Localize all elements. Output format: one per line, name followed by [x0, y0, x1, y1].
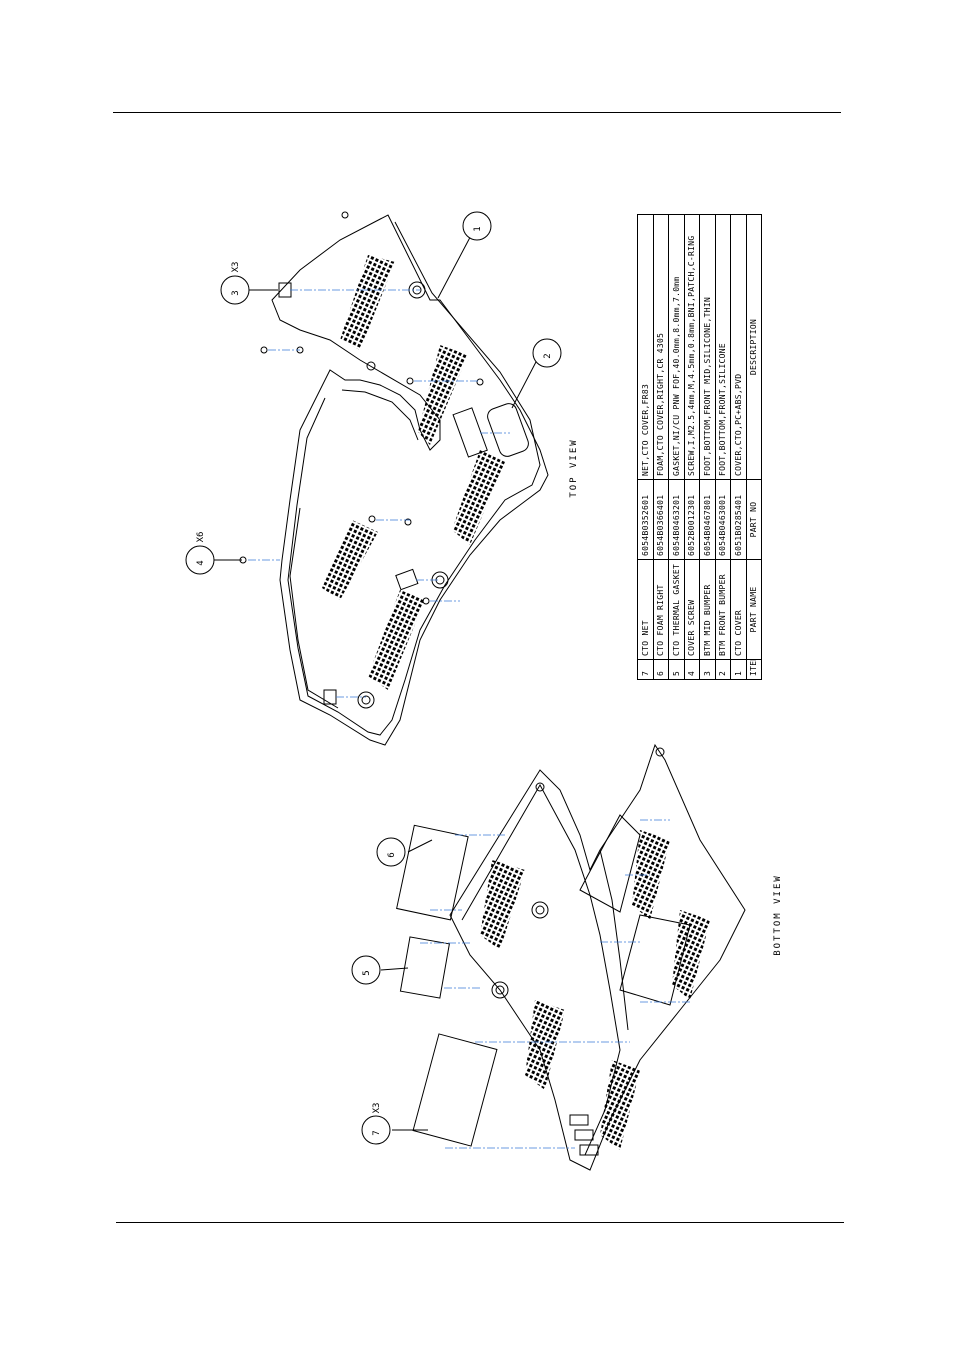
- bom-cell-item: 7: [637, 659, 653, 680]
- bom-cell-item: 4: [684, 659, 700, 680]
- bom-header-item: ITEM: [746, 659, 762, 680]
- top-view-vents: [322, 255, 505, 690]
- bom-cell-item: 3: [699, 659, 715, 680]
- bom-cell-desc: FOAM,CTO COVER,RIGHT,CR 4305: [653, 214, 669, 480]
- bottom-view-vents: [480, 830, 710, 1150]
- bottom-view-leaders: [380, 839, 433, 1131]
- callout-2: [532, 338, 562, 368]
- bom-header-desc: DESCRIPTION: [746, 214, 762, 480]
- bom-cell-desc: NET,CTO COVER,FR83: [637, 214, 653, 480]
- header-rule: [113, 112, 841, 113]
- bom-cell-item: 2: [715, 659, 731, 680]
- callout-2-number: 2: [543, 353, 553, 358]
- bom-cell-part: 6054B0467801: [699, 479, 715, 560]
- footer-rule: [116, 1222, 844, 1223]
- callout-7: [361, 1115, 391, 1145]
- callout-5-number: 5: [362, 970, 372, 975]
- bom-header-name: PART NAME: [746, 559, 762, 660]
- bom-cell-part: 6054B0463001: [715, 479, 731, 560]
- bom-cell-item: 5: [668, 659, 684, 680]
- callout-3-qty: X3: [231, 262, 241, 273]
- bom-cell-name: COVER SCREW: [684, 559, 700, 660]
- bom-cell-part: 6052B0012301: [684, 479, 700, 560]
- bom-cell-desc: FOOT,BOTTOM,FRONT MID,SILICONE,THIN: [699, 214, 715, 480]
- top-view-label: TOP VIEW: [569, 438, 579, 497]
- bom-cell-name: CTO COVER: [730, 559, 746, 660]
- callout-3: [220, 275, 250, 305]
- callout-5: [351, 955, 381, 985]
- bottom-view-parts: [396, 747, 691, 1156]
- bom-cell-part: 6054B0352601: [637, 479, 653, 560]
- bom-cell-name: CTO THERMAL GASKET: [668, 559, 684, 660]
- bom-cell-item: 1: [730, 659, 746, 680]
- top-view-cover: [271, 214, 549, 746]
- bom-cell-name: CTO FOAM RIGHT: [653, 559, 669, 660]
- callout-1-number: 1: [473, 226, 483, 231]
- bom-cell-desc: COVER,CTO,PC+ABS,PVD: [730, 214, 746, 480]
- callout-6-number: 6: [387, 852, 397, 857]
- bom-cell-name: CTO NET: [637, 559, 653, 660]
- bom-cell-desc: FOOT,BOTTOM,FRONT,SILICONE: [715, 214, 731, 480]
- bottom-view-guides: [420, 819, 690, 1149]
- bom-cell-item: 6: [653, 659, 669, 680]
- bom-cell-part: 6054B0366401: [653, 479, 669, 560]
- callout-3-number: 3: [231, 290, 241, 295]
- bom-header-part: PART NO: [746, 479, 762, 560]
- top-view-parts: [239, 211, 529, 709]
- callout-4: [185, 545, 215, 575]
- callout-4-number: 4: [196, 560, 206, 565]
- callout-7-qty: X3: [372, 1103, 382, 1114]
- bom-cell-desc: SCREW,I,M2.5,4mm,M,4.5mm,0.8mm,BNI,PATCH…: [684, 214, 700, 480]
- callout-1: [462, 211, 492, 241]
- callout-4-qty: X6: [196, 532, 206, 543]
- callout-7-number: 7: [372, 1130, 382, 1135]
- bom-cell-name: BTM FRONT BUMPER: [715, 559, 731, 660]
- callout-6: [376, 837, 406, 867]
- bottom-view-label: BOTTOM VIEW: [773, 874, 783, 956]
- bom-cell-name: BTM MID BUMPER: [699, 559, 715, 660]
- bottom-view-cover: [449, 743, 746, 1171]
- bom-cell-desc: GASKET,NI/CU PNW FOF,40.0mm,8.0mm,7.0mm: [668, 214, 684, 480]
- bom-cell-part: 6051B0285401: [730, 479, 746, 560]
- bom-cell-part: 6054B0463201: [668, 479, 684, 560]
- top-view-guides: [248, 289, 510, 698]
